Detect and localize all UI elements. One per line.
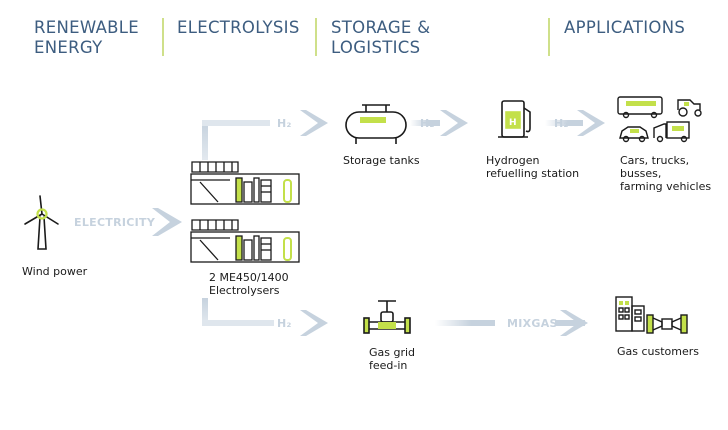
electrolyser-unit-icon xyxy=(190,161,300,205)
svg-text:H: H xyxy=(509,118,517,128)
truck-icon xyxy=(653,121,690,143)
header-electrolysis: ELECTROLYSIS xyxy=(177,18,300,37)
header-applications: APPLICATIONS xyxy=(564,18,686,37)
flow-label-electricity: ELECTRICITY xyxy=(74,216,156,229)
flow-arrow-top-1 xyxy=(300,110,328,136)
node-label-storage-tanks: Storage tanks xyxy=(343,154,420,167)
bus-icon xyxy=(617,96,663,119)
flow-arrow-top-3 xyxy=(545,110,605,136)
node-label-wind-power: Wind power xyxy=(22,265,88,278)
flow-label-mixgas: MIXGAS xyxy=(507,317,558,330)
flow-bottom-branch xyxy=(202,298,328,336)
header-divider-1 xyxy=(162,18,164,56)
header-renewable-energy: RENEWABLE ENERGY xyxy=(34,18,139,57)
flow-label-h2: H₂ xyxy=(420,117,435,130)
wind-turbine-icon xyxy=(24,195,59,250)
gas-valve-icon xyxy=(363,300,411,334)
node-label-vehicles: Cars, trucks, busses, farming vehicles xyxy=(620,154,712,193)
electrolyser-unit-icon xyxy=(190,219,300,263)
car-icon xyxy=(619,126,649,143)
node-label-electrolysers: 2 ME450/1400 Electrolysers xyxy=(209,271,289,297)
node-label-gas-customers: Gas customers xyxy=(617,345,700,358)
flow-arrow-electricity xyxy=(152,208,182,236)
flow-label-h2: H₂ xyxy=(277,117,292,130)
node-label-refuelling-station: Hydrogen refuelling station xyxy=(486,154,580,180)
flow-arrow-mixgas xyxy=(435,310,588,336)
flow-arrow-top-2 xyxy=(410,110,468,136)
header-divider-3 xyxy=(548,18,550,56)
flow-top-branch xyxy=(202,120,270,160)
gas-pipe-icon xyxy=(646,314,688,334)
building-icon xyxy=(615,296,645,332)
fuel-pump-icon: H xyxy=(498,100,531,138)
flow-label-h2: H₂ xyxy=(554,117,569,130)
header-divider-2 xyxy=(315,18,317,56)
flow-label-h2: H₂ xyxy=(277,317,292,330)
header-storage-logistics: STORAGE & LOGISTICS xyxy=(331,18,431,57)
tractor-icon xyxy=(677,99,702,117)
node-label-gas-grid: Gas grid feed-in xyxy=(369,346,416,372)
storage-tank-icon xyxy=(345,104,407,144)
